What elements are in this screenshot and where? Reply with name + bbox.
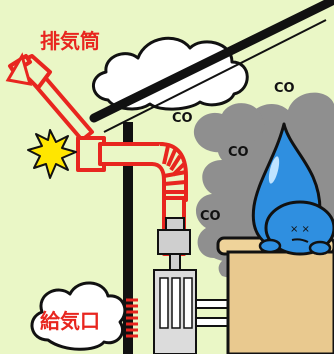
- bathtub: [216, 236, 334, 354]
- bath-heater: [153, 217, 245, 354]
- co-label: CO: [228, 145, 249, 160]
- co-label: CO: [274, 81, 295, 96]
- co-label: CO: [200, 209, 221, 224]
- disconnection-burst-icon: [27, 129, 77, 179]
- drop-character: × ×: [251, 122, 334, 256]
- exhaust-pipe: [8, 54, 188, 256]
- exhaust-arrow: [5, 52, 33, 86]
- air-intake-vent: [126, 298, 138, 338]
- exhaust-pipe-label: 排気筒: [40, 29, 100, 53]
- air-intake-label: 給気口: [40, 309, 100, 333]
- air-intake-cloud: [30, 281, 127, 351]
- svg-text:× ×: × ×: [290, 224, 310, 235]
- outdoor-cloud: [92, 36, 249, 111]
- co-label: CO: [172, 111, 193, 126]
